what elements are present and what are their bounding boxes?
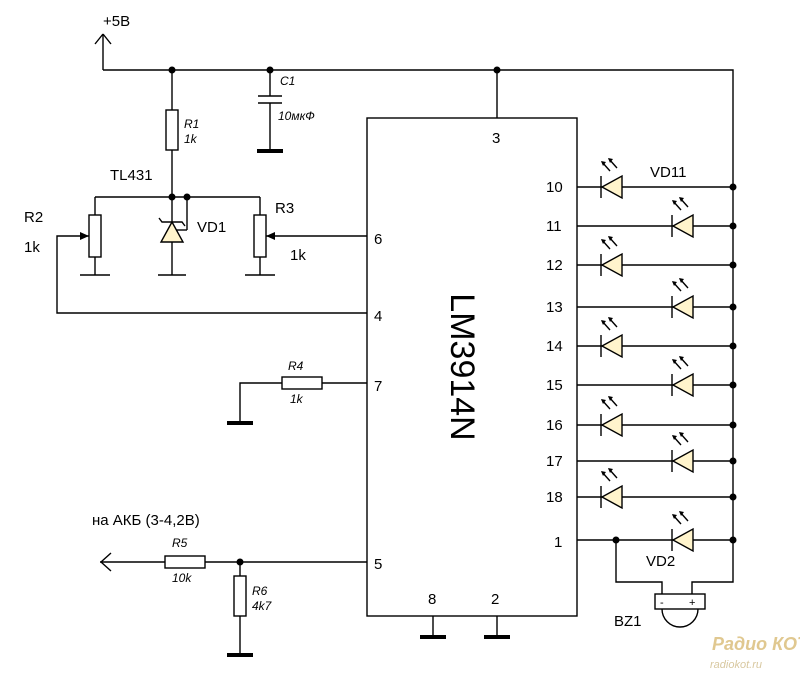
pin-14: 14 <box>546 338 563 355</box>
r6-value: 4k7 <box>252 599 273 613</box>
pin-15: 15 <box>546 377 563 394</box>
potentiometer-r2 <box>56 197 367 314</box>
buzzer-minus: - <box>660 597 664 609</box>
c1-ref: C1 <box>280 74 295 88</box>
led-icon <box>600 412 623 438</box>
junction-dot <box>729 261 737 269</box>
top-rail <box>103 66 734 540</box>
led-bar <box>577 158 737 553</box>
pin-11: 11 <box>546 218 562 235</box>
battery-input <box>99 552 367 657</box>
r4-ref: R4 <box>288 359 304 373</box>
battery-label: на АКБ (3-4,2В) <box>92 512 200 529</box>
pin-8: 8 <box>428 591 436 608</box>
led-icon <box>671 372 694 398</box>
tl431-label: TL431 <box>110 167 153 184</box>
led-icon <box>600 252 623 278</box>
junction-dot <box>729 303 737 311</box>
led-ray-head <box>672 435 677 440</box>
bz1-label: BZ1 <box>614 613 642 630</box>
pin-4: 4 <box>374 308 382 325</box>
potentiometer-r3 <box>245 197 367 276</box>
buzzer-body <box>654 593 706 610</box>
pin-1: 1 <box>554 534 562 551</box>
led-icon <box>671 213 694 239</box>
junction-dot <box>729 183 737 191</box>
pin-6: 6 <box>374 231 382 248</box>
pin-3: 3 <box>492 130 500 147</box>
vd1-label: VD1 <box>197 219 226 236</box>
r2-ref: R2 <box>24 209 43 226</box>
buzzer-circuit <box>612 536 734 628</box>
watermark-url: radiokot.ru <box>710 659 762 671</box>
vd2-label: VD2 <box>646 553 675 570</box>
led-ray-head <box>672 200 677 205</box>
led-icon <box>671 448 694 474</box>
vd11-label: VD11 <box>650 164 686 181</box>
pin-17: 17 <box>546 453 563 470</box>
watermark-logo: Радио КОТ <box>712 634 800 654</box>
r3-ref: R3 <box>275 200 294 217</box>
junction-dot <box>729 493 737 501</box>
led-ray-head <box>608 468 613 473</box>
r1-ref: R1 <box>184 117 199 131</box>
led-icon <box>600 333 623 359</box>
r3-value: 1k <box>290 247 306 264</box>
reference-wire <box>95 193 260 201</box>
pin-16: 16 <box>546 417 563 434</box>
r5-ref: R5 <box>172 536 188 550</box>
led-ray-head <box>679 432 684 437</box>
buzzer-plus: + <box>689 597 695 609</box>
led-ray-head <box>601 320 606 325</box>
ic-name: LM3914N <box>443 293 481 440</box>
diode-vd1 <box>158 197 188 276</box>
resistor-r4 <box>227 376 367 425</box>
r1-value: 1k <box>184 132 198 146</box>
led-icon <box>671 527 694 553</box>
pin-13: 13 <box>546 299 563 316</box>
junction-dot <box>729 342 737 350</box>
led-ray-head <box>679 356 684 361</box>
r2-value: 1k <box>24 239 40 256</box>
led-ray-head <box>679 197 684 202</box>
led-icon <box>600 484 623 510</box>
r4-value: 1k <box>290 392 304 406</box>
led-ray-head <box>608 396 613 401</box>
led-ray-head <box>601 471 606 476</box>
led-ray-head <box>608 158 613 163</box>
pin-12: 12 <box>546 257 563 274</box>
led-icon <box>671 294 694 320</box>
junction-dot <box>729 381 737 389</box>
ic-body <box>366 117 578 617</box>
r6-ref: R6 <box>252 584 268 598</box>
led-ray-head <box>608 317 613 322</box>
ic-grounds <box>420 616 510 639</box>
supply-arrow <box>94 33 112 70</box>
resistor-r1 <box>165 70 179 201</box>
capacitor-c1 <box>257 70 283 153</box>
led-ray-head <box>601 399 606 404</box>
led-ray-head <box>672 281 677 286</box>
pin-7: 7 <box>374 378 382 395</box>
led-ray-head <box>601 239 606 244</box>
led-ray-head <box>679 511 684 516</box>
c1-value: 10мкФ <box>278 109 315 123</box>
led-ray-head <box>672 514 677 519</box>
pin-18: 18 <box>546 489 563 506</box>
led-ray-head <box>672 359 677 364</box>
pin-5: 5 <box>374 556 382 573</box>
led-ray-head <box>608 236 613 241</box>
junction-dot <box>729 457 737 465</box>
junction-dot <box>729 222 737 230</box>
led-icon <box>600 174 623 200</box>
r5-value: 10k <box>172 571 192 585</box>
pin-10: 10 <box>546 179 563 196</box>
led-ray-head <box>679 278 684 283</box>
junction-dot <box>729 421 737 429</box>
supply-label: +5В <box>103 13 130 30</box>
pin-2: 2 <box>491 591 499 608</box>
led-ray-head <box>601 161 606 166</box>
